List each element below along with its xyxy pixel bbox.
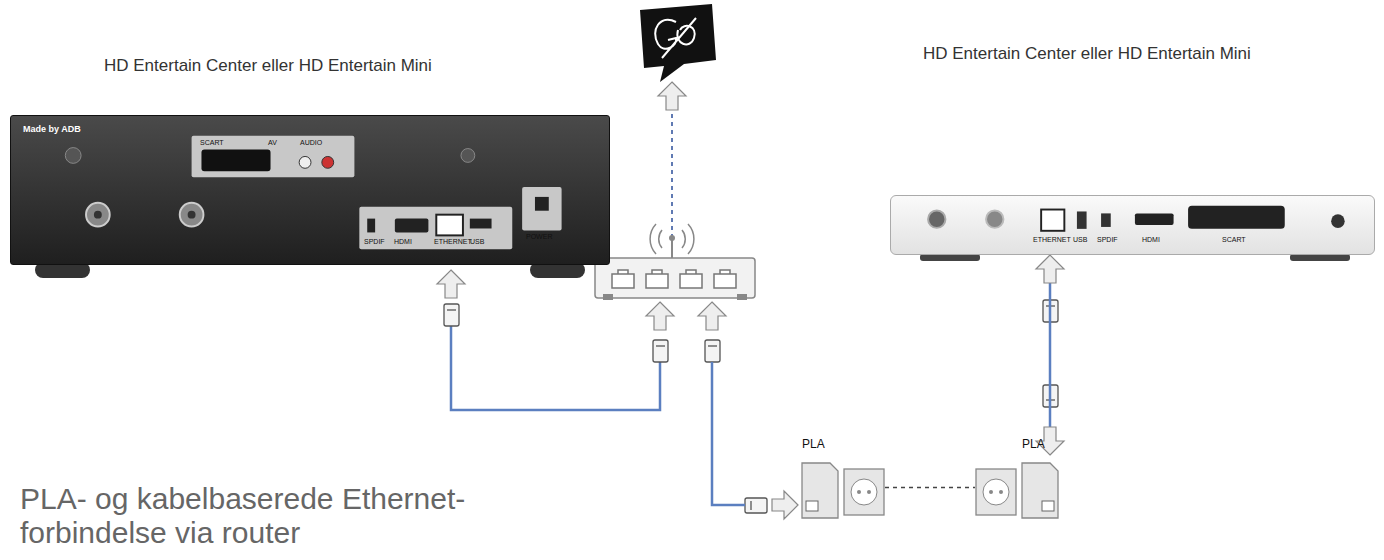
node-heading: HD Entertain Center eller HD Entertain M… [923,44,1251,64]
port-label: HDMI [394,238,412,246]
node-heading: PLA [1022,437,1045,451]
port-label: HDMI [1142,236,1160,244]
port-label: ETHERNET [1033,236,1071,244]
cable-connector [1036,255,1064,455]
arrow-head [1036,255,1064,283]
port-label: ETHERNET [434,238,472,246]
device-drawing [11,116,609,264]
port-label: AV [268,139,277,147]
port-label: SPDIF [364,238,385,246]
port-label: USB [470,238,484,246]
cable-line [885,487,975,489]
port-label: SCART [200,139,224,147]
cable-line [1049,283,1052,427]
brand-label: Made by ADB [23,124,81,134]
port-label: POWER [526,233,552,241]
port-label: SPDIF [1097,236,1118,244]
pla-adapter: PLA [975,455,1060,520]
device-drawing [800,455,885,520]
port-label: AUDIO [300,139,322,147]
node-heading: PLA [802,437,825,451]
set-top-box: HD Entertain Center eller HD Entertain M… [10,115,610,265]
caption: PLA- og kabelbaserede Ethernet- forbinde… [20,482,540,550]
port-label: SCART [1222,236,1246,244]
cable-connector [885,487,975,488]
set-top-box-mini: HD Entertain Center eller HD Entertain M… [890,195,1375,255]
pla-adapter: PLA [800,455,885,520]
device-drawing [975,455,1060,520]
port-label: USB [1073,236,1087,244]
node-heading: HD Entertain Center eller HD Entertain M… [104,56,432,76]
device-drawing [891,196,1374,254]
